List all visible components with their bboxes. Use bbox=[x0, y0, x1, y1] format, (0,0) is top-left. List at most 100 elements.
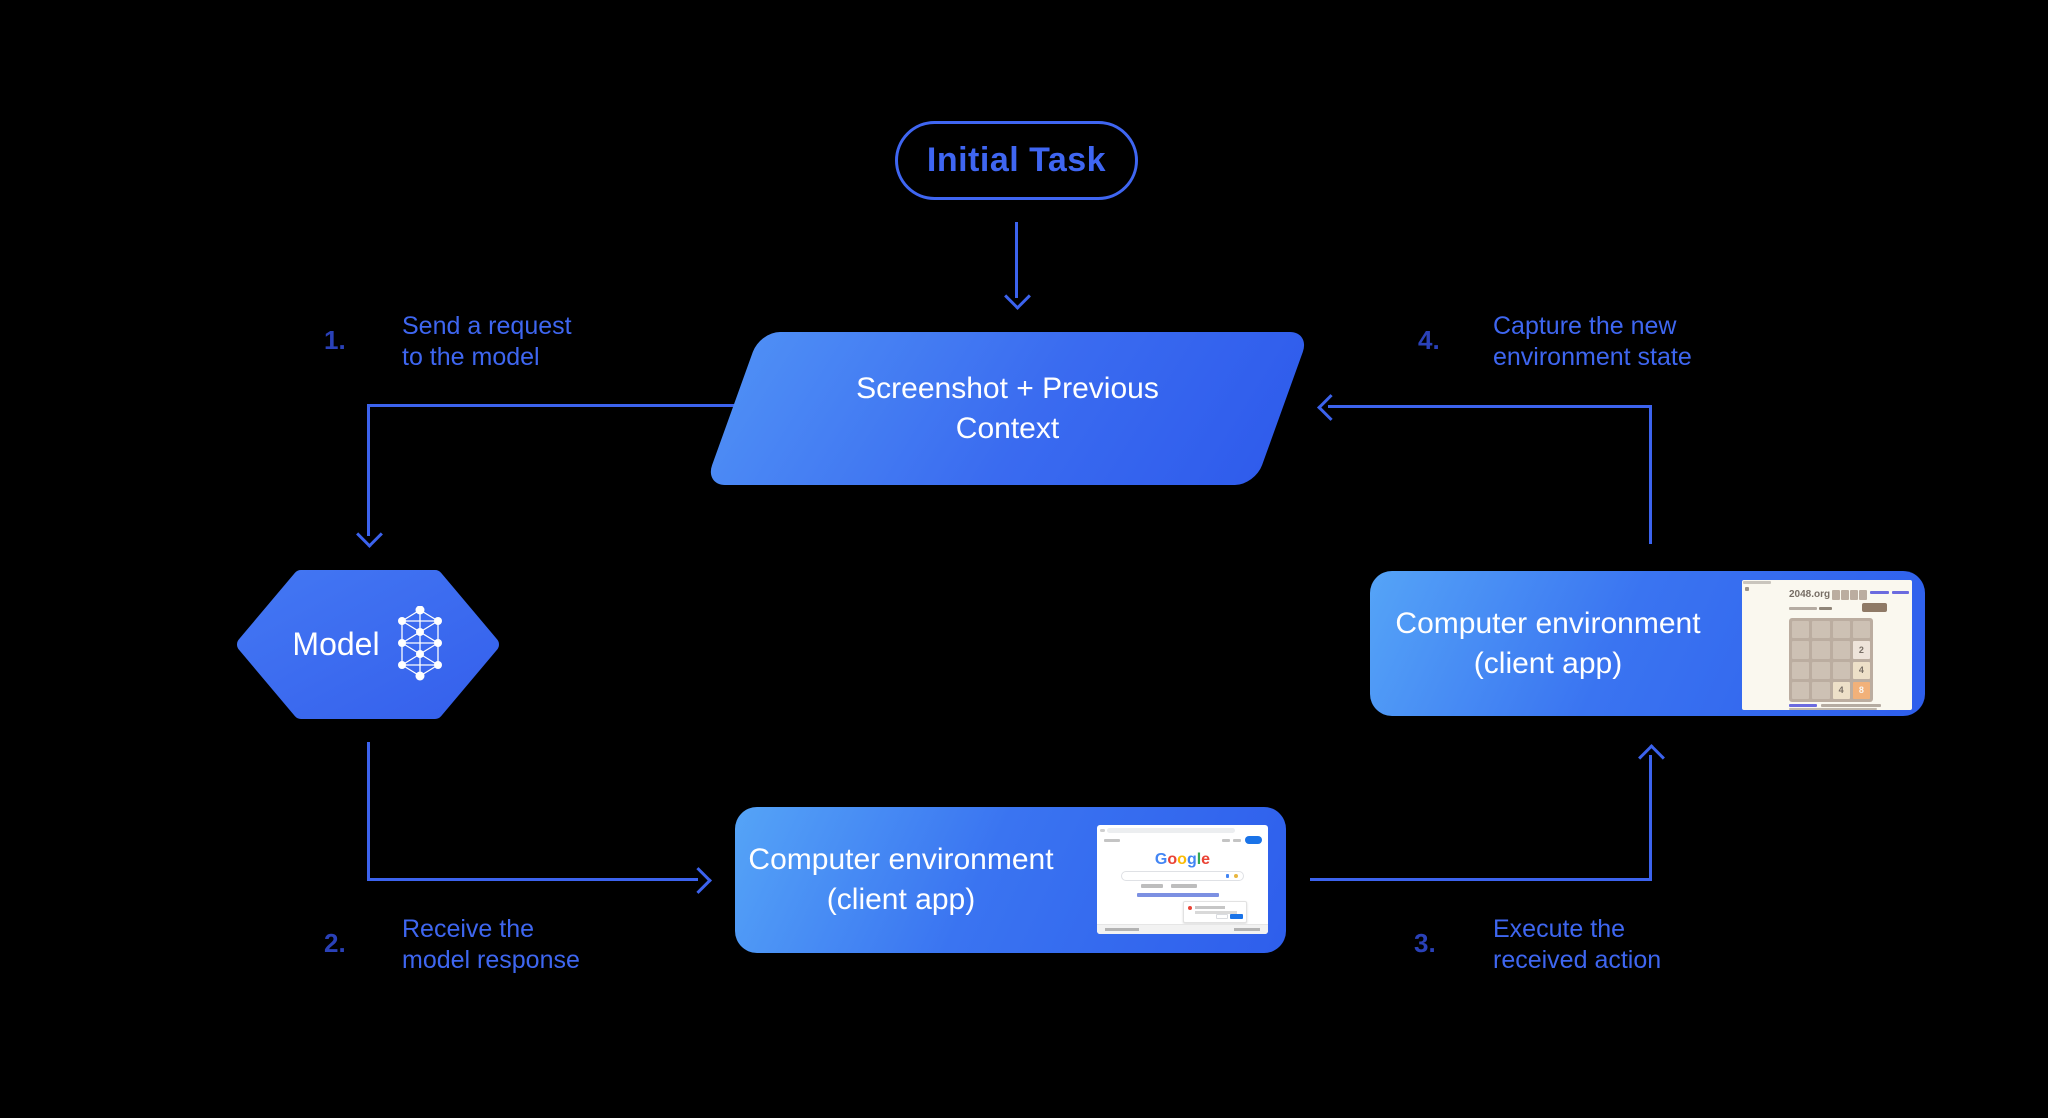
grid-cell bbox=[1852, 621, 1870, 639]
grid-cell bbox=[1812, 681, 1830, 699]
footer-link bbox=[1789, 704, 1817, 707]
dialog-primary-button bbox=[1230, 914, 1243, 919]
nav-link-images bbox=[1233, 839, 1241, 842]
google-homepage-screenshot: Google bbox=[1097, 825, 1268, 934]
step-2-label: Receive the model response bbox=[402, 914, 580, 976]
arrowhead-right-icon bbox=[685, 867, 712, 894]
grid-cell bbox=[1812, 661, 1830, 679]
arrowhead-down-icon bbox=[356, 521, 383, 548]
screenshot-context-line1: Screenshot + Previous bbox=[856, 371, 1159, 405]
step-1-number: 1. bbox=[324, 325, 346, 355]
score-box bbox=[1832, 590, 1840, 600]
arrow-line bbox=[367, 742, 370, 880]
grid-cell bbox=[1792, 621, 1810, 639]
logo-letter: G bbox=[1154, 851, 1168, 868]
screenshot-context-line2: Context bbox=[955, 411, 1060, 445]
step-3-line1: Execute the bbox=[1493, 915, 1626, 943]
step-1-line1: Send a request bbox=[402, 312, 572, 340]
footer-links-right bbox=[1234, 928, 1260, 931]
arrow-line bbox=[367, 878, 698, 881]
step-1-line2: to the model bbox=[402, 343, 540, 371]
initial-task-node: Initial Task bbox=[895, 121, 1138, 200]
model-node bbox=[237, 570, 499, 719]
sign-in-button bbox=[1245, 836, 1262, 844]
initial-task-label: Initial Task bbox=[926, 141, 1107, 179]
env-bottom-line2: (client app) bbox=[826, 883, 976, 916]
dialog-secondary-button bbox=[1216, 914, 1228, 919]
header-link bbox=[1892, 591, 1909, 594]
footer-text bbox=[1789, 708, 1877, 710]
favicon bbox=[1745, 587, 1749, 591]
logo-letter: l bbox=[1196, 851, 1202, 868]
nav-link-gmail bbox=[1222, 839, 1230, 842]
mic-icon bbox=[1226, 874, 1229, 878]
arrow-line bbox=[1015, 222, 1018, 298]
env-right-line2: (client app) bbox=[1473, 646, 1623, 680]
logo-letter: o bbox=[1177, 851, 1187, 868]
tile-8: 8 bbox=[1852, 681, 1870, 699]
address-bar bbox=[1107, 828, 1235, 833]
game-grid: 2 4 4 8 bbox=[1789, 618, 1873, 702]
step-3-number: 3. bbox=[1414, 928, 1436, 958]
arrowhead-left-icon bbox=[1317, 394, 1344, 421]
language-links bbox=[1137, 893, 1219, 897]
cookie-dialog bbox=[1183, 901, 1247, 923]
tile-4: 4 bbox=[1852, 661, 1870, 679]
env-bottom-label: Computer environment (client app) bbox=[735, 807, 1067, 953]
step-3-label: Execute the received action bbox=[1493, 914, 1661, 976]
step-2-line1: Receive the bbox=[402, 915, 535, 943]
grid-cell bbox=[1812, 621, 1830, 639]
logo-letter: g bbox=[1186, 851, 1197, 868]
env-node-bottom: Computer environment (client app) Google bbox=[735, 807, 1286, 953]
score-box bbox=[1841, 590, 1849, 600]
step-4-number: 4. bbox=[1418, 325, 1440, 355]
arrowhead-up-icon bbox=[1638, 744, 1665, 771]
step-2-number: 2. bbox=[324, 928, 346, 958]
footer-text bbox=[1821, 704, 1881, 707]
grid-cell bbox=[1812, 641, 1830, 659]
neural-network-icon bbox=[397, 605, 442, 680]
dialog-icon bbox=[1188, 906, 1192, 910]
subtitle-bold bbox=[1819, 607, 1832, 610]
logo-letter: e bbox=[1201, 851, 1211, 868]
screenshot-context-label: Screenshot + Previous Context bbox=[705, 332, 1310, 485]
step-2-line2: model response bbox=[402, 946, 580, 974]
model-node-content: Model bbox=[238, 572, 498, 717]
grid-cell bbox=[1832, 641, 1850, 659]
env-bottom-line1: Computer environment bbox=[748, 843, 1054, 876]
model-label: Model bbox=[292, 626, 380, 662]
score-box bbox=[1850, 590, 1858, 600]
env-right-line1: Computer environment bbox=[1395, 606, 1701, 640]
dialog-text-line bbox=[1195, 911, 1237, 914]
arrow-line bbox=[1328, 405, 1652, 408]
env-node-right: Computer environment (client app) 2048.o… bbox=[1370, 571, 1925, 716]
step-4-line2: environment state bbox=[1493, 343, 1692, 371]
arrow-line bbox=[367, 404, 370, 536]
arrow-line bbox=[1649, 755, 1652, 881]
grid-cell bbox=[1792, 681, 1810, 699]
header-link bbox=[1870, 591, 1889, 594]
grid-cell bbox=[1832, 661, 1850, 679]
env-right-label: Computer environment (client app) bbox=[1370, 571, 1726, 716]
grid-cell bbox=[1792, 641, 1810, 659]
step-4-line1: Capture the new bbox=[1493, 312, 1677, 340]
logo-letter: o bbox=[1167, 851, 1178, 868]
tile-4: 4 bbox=[1832, 681, 1850, 699]
grid-cell bbox=[1832, 621, 1850, 639]
search-input bbox=[1121, 871, 1244, 881]
step-4-label: Capture the new environment state bbox=[1493, 311, 1692, 373]
arrow-line bbox=[1310, 878, 1652, 881]
game-2048-screenshot: 2048.org 2 4 bbox=[1742, 580, 1912, 710]
page-footer bbox=[1097, 924, 1268, 934]
lens-icon bbox=[1234, 874, 1238, 878]
step-3-line2: received action bbox=[1493, 946, 1662, 974]
subtitle-text bbox=[1789, 607, 1817, 610]
feeling-lucky-button bbox=[1171, 884, 1197, 888]
step-1-label: Send a request to the model bbox=[402, 311, 572, 373]
arrow-line bbox=[368, 404, 740, 407]
arrowhead-down-icon bbox=[1004, 283, 1031, 310]
google-search-button bbox=[1141, 884, 1163, 888]
window-controls bbox=[1100, 829, 1105, 832]
footer-links-left bbox=[1105, 928, 1139, 931]
